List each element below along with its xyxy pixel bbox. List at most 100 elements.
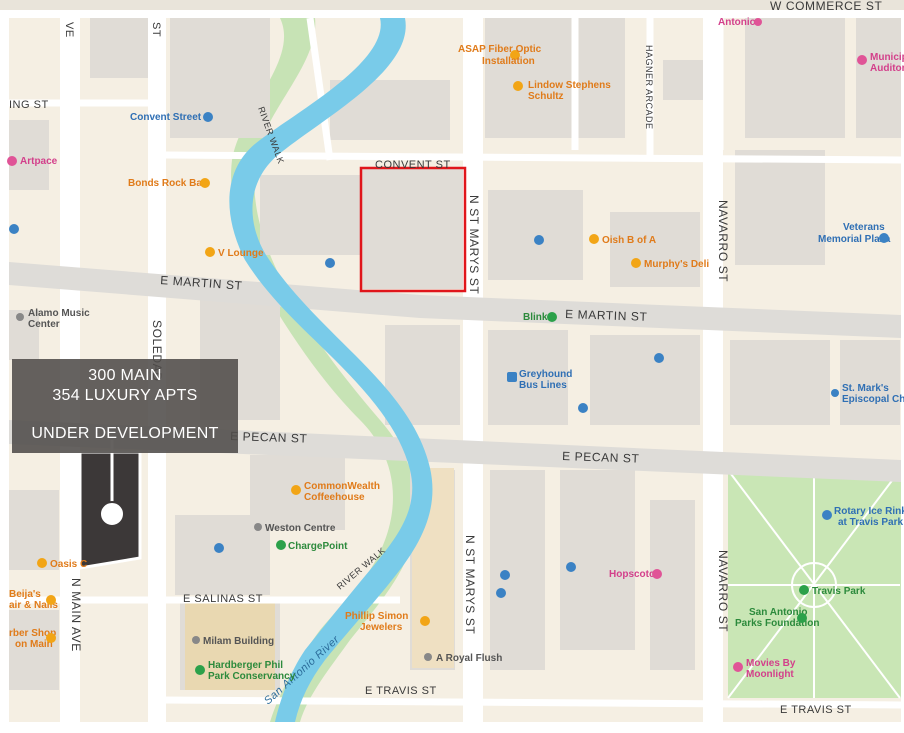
v-lounge-marker-icon[interactable]	[205, 247, 215, 257]
poi-label-phillip-1[interactable]: Phillip Simon	[345, 611, 408, 622]
poi-barber[interactable]: rber Shop on Main	[9, 628, 56, 650]
poi-label-oasis[interactable]: Oasis C	[50, 559, 87, 570]
poi-veterans[interactable]: Veterans Memorial Plaza	[818, 222, 891, 245]
poi-beijas[interactable]: Beija's air & Nails	[9, 589, 58, 611]
poi-label-hopscotch[interactable]: Hopscotch	[609, 569, 661, 580]
poi-label-lindow-1[interactable]: Lindow Stephens	[528, 80, 611, 91]
poi-label-bonds[interactable]: Bonds Rock Bar	[128, 178, 206, 189]
royal-flush-marker-icon[interactable]	[424, 653, 432, 661]
poi-oasis[interactable]: Oasis C	[37, 558, 87, 570]
poi-label-chargepoint[interactable]: ChargePoint	[288, 541, 348, 552]
commonwealth-marker-icon[interactable]	[291, 485, 301, 495]
poi-bonds[interactable]: Bonds Rock Bar	[128, 178, 210, 189]
municipal-marker-icon[interactable]	[857, 55, 867, 65]
poi-label-municipal-2[interactable]: Auditoriu	[870, 63, 904, 74]
poi-label-greyhound-1[interactable]: Greyhound	[519, 369, 572, 380]
phillip-marker-icon[interactable]	[420, 616, 430, 626]
poi-label-travis-park[interactable]: Travis Park	[812, 586, 866, 597]
poi-label-barber-2[interactable]: on Main	[15, 639, 53, 650]
poi-sa-parks[interactable]: San Antonio Parks Foundation	[735, 607, 819, 629]
blink-marker-icon[interactable]	[547, 312, 557, 322]
poi-label-v-lounge[interactable]: V Lounge	[218, 248, 264, 259]
poi-artpace[interactable]: Artpace	[7, 156, 58, 167]
poi-v-lounge[interactable]: V Lounge	[205, 247, 264, 259]
poi-label-blink[interactable]: Blink	[523, 312, 548, 323]
st-marks-marker-icon[interactable]	[831, 389, 839, 397]
poi-label-municipal-1[interactable]: Municipal	[870, 52, 904, 63]
antonio-marker-icon[interactable]	[754, 18, 762, 26]
poi-label-phillip-2[interactable]: Jewelers	[360, 622, 403, 633]
travis-park-marker-icon[interactable]	[799, 585, 809, 595]
murphys-marker-icon[interactable]	[631, 258, 641, 268]
poi-label-antonio[interactable]: Antonio	[718, 17, 756, 28]
poi-hopscotch[interactable]: Hopscotch	[609, 569, 662, 580]
poi-phillip[interactable]: Phillip Simon Jewelers	[345, 611, 430, 633]
alamo-marker-icon[interactable]	[16, 313, 24, 321]
chargepoint-marker-icon[interactable]	[276, 540, 286, 550]
poi-asap[interactable]: ASAP Fiber Optic Installation	[458, 44, 542, 67]
asap-marker-icon[interactable]	[510, 50, 520, 60]
poi-chargepoint[interactable]: ChargePoint	[276, 540, 348, 552]
poi-rotary[interactable]: Rotary Ice Rink at Travis Park	[822, 506, 904, 528]
oasis-marker-icon[interactable]	[37, 558, 47, 568]
poi-label-greyhound-2[interactable]: Bus Lines	[519, 380, 567, 391]
lindow-marker-icon[interactable]	[513, 81, 523, 91]
movies-marker-icon[interactable]	[733, 662, 743, 672]
greyhound-bus-icon[interactable]	[507, 372, 517, 382]
poi-label-lindow-2[interactable]: Schultz	[528, 91, 564, 102]
poi-label-veterans-1[interactable]: Veterans	[843, 222, 885, 233]
poi-oish[interactable]: Oish B of A	[589, 234, 656, 246]
poi-label-artpace[interactable]: Artpace	[20, 156, 58, 167]
milam-marker-icon[interactable]	[192, 636, 200, 644]
poi-royal-flush[interactable]: A Royal Flush	[424, 653, 502, 664]
poi-st-marks[interactable]: St. Mark's Episcopal Churc	[831, 383, 904, 405]
poi-label-rotary-1[interactable]: Rotary Ice Rink	[834, 506, 904, 517]
bonds-marker-icon[interactable]	[200, 178, 210, 188]
poi-label-alamo-1[interactable]: Alamo Music	[28, 308, 90, 319]
poi-murphys[interactable]: Murphy's Deli	[631, 258, 709, 270]
poi-label-movies-2[interactable]: Moonlight	[746, 669, 794, 680]
poi-label-sa-parks-1[interactable]: San Antonio	[749, 607, 808, 618]
poi-blink[interactable]: Blink	[523, 312, 557, 323]
convent-street-marker-icon[interactable]	[203, 112, 213, 122]
poi-label-st-marks-2[interactable]: Episcopal Churc	[842, 394, 904, 405]
beijas-marker-icon[interactable]	[46, 595, 56, 605]
poi-label-alamo-2[interactable]: Center	[28, 319, 60, 330]
hardberger-marker-icon[interactable]	[195, 665, 205, 675]
hopscotch-marker-icon[interactable]	[652, 569, 662, 579]
poi-municipal[interactable]: Municipal Auditoriu	[857, 52, 904, 74]
poi-greyhound[interactable]: Greyhound Bus Lines	[507, 369, 572, 391]
poi-label-barber-1[interactable]: rber Shop	[9, 628, 56, 639]
poi-label-rotary-2[interactable]: at Travis Park	[838, 517, 903, 528]
barber-marker-icon[interactable]	[46, 633, 56, 643]
rotary-marker-icon[interactable]	[822, 510, 832, 520]
poi-label-hardberger-2[interactable]: Park Conservancy	[208, 671, 296, 682]
poi-label-hardberger-1[interactable]: Hardberger Phil	[208, 660, 283, 671]
poi-label-royal-flush[interactable]: A Royal Flush	[436, 653, 502, 664]
weston-marker-icon[interactable]	[254, 523, 262, 531]
poi-alamo[interactable]: Alamo Music Center	[16, 308, 90, 330]
poi-commonwealth[interactable]: CommonWealth Coffeehouse	[291, 481, 380, 503]
poi-milam[interactable]: Milam Building	[192, 636, 274, 647]
poi-label-convent-street[interactable]: Convent Street	[130, 112, 202, 123]
poi-lindow[interactable]: Lindow Stephens Schultz	[513, 80, 611, 102]
poi-label-milam[interactable]: Milam Building	[203, 636, 274, 647]
poi-label-asap-1[interactable]: ASAP Fiber Optic	[458, 44, 542, 55]
poi-movies[interactable]: Movies By Moonlight	[733, 658, 796, 680]
poi-label-st-marks-1[interactable]: St. Mark's	[842, 383, 889, 394]
poi-label-weston[interactable]: Weston Centre	[265, 523, 336, 534]
artpace-marker-icon[interactable]	[7, 156, 17, 166]
poi-label-commonwealth-1[interactable]: CommonWealth	[304, 481, 380, 492]
poi-label-murphys[interactable]: Murphy's Deli	[644, 259, 709, 270]
poi-hardberger[interactable]: Hardberger Phil Park Conservancy	[195, 660, 296, 682]
poi-weston[interactable]: Weston Centre	[254, 523, 336, 534]
poi-convent-street[interactable]: Convent Street	[130, 112, 213, 123]
oish-marker-icon[interactable]	[589, 234, 599, 244]
poi-label-veterans-2[interactable]: Memorial Plaza	[818, 234, 891, 245]
poi-label-commonwealth-2[interactable]: Coffeehouse	[304, 492, 365, 503]
poi-label-oish[interactable]: Oish B of A	[602, 235, 656, 246]
poi-label-beijas-2[interactable]: air & Nails	[9, 600, 58, 611]
poi-travis-park[interactable]: Travis Park	[799, 585, 866, 597]
poi-antonio[interactable]: Antonio	[718, 17, 762, 28]
